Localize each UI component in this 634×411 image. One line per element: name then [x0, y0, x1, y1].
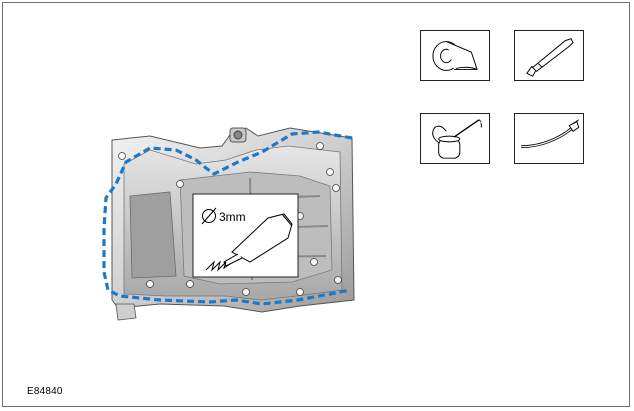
- sealant-tube-icon: [223, 213, 293, 267]
- figure-id-label: E84840: [27, 386, 63, 397]
- tool-box-pin-punch: [514, 30, 584, 81]
- tool-box-dipstick: [514, 113, 584, 164]
- sealant-bead-squiggle: [205, 260, 231, 272]
- pin-punch-icon: [526, 38, 574, 77]
- sealant-bead-path: [102, 130, 353, 306]
- oil-can-icon: [432, 119, 482, 159]
- tool-box-oil-can: [420, 113, 490, 164]
- tool-box-tape: [420, 30, 490, 81]
- dipstick-icon: [521, 119, 580, 149]
- diameter-icon: [201, 207, 217, 225]
- sealant-inset: 3mm: [192, 193, 299, 278]
- tape-roll-icon: [432, 41, 478, 71]
- bead-diameter-label: 3mm: [219, 210, 246, 224]
